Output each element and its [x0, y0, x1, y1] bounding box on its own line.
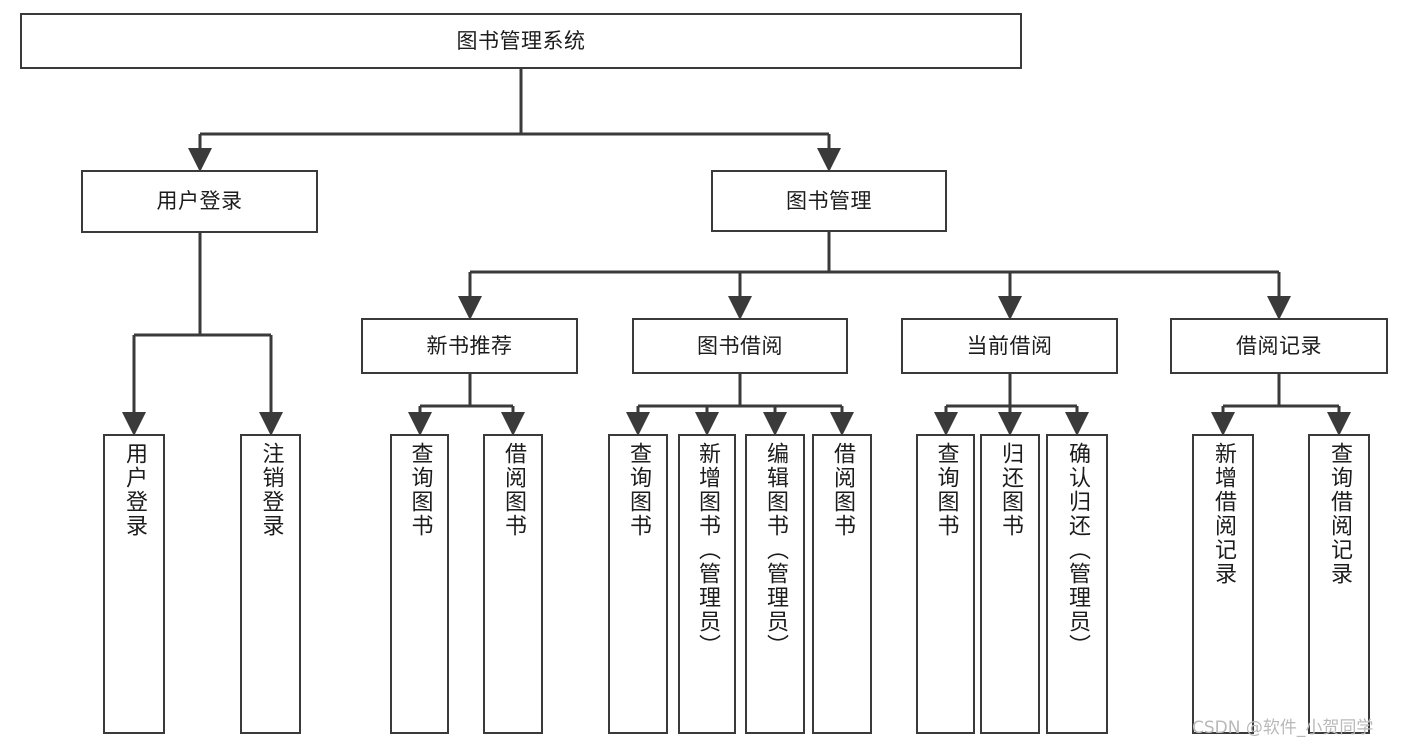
- node-label-leaf-borrow-1: 借阅图书: [501, 442, 526, 538]
- node-label-leaf-add-record: 新增借阅记录: [1211, 442, 1236, 586]
- node-label-leaf-return: 归还图书: [998, 442, 1023, 538]
- node-label-user-login: 用户登录: [156, 189, 243, 214]
- node-leaf-return[interactable]: 归还图书: [980, 434, 1040, 734]
- node-label-new-book-rec: 新书推荐: [426, 333, 513, 358]
- node-label-leaf-query-2: 查询图书: [626, 442, 651, 538]
- node-leaf-query-3[interactable]: 查询图书: [916, 434, 975, 734]
- node-label-leaf-logout: 注销登录: [258, 442, 284, 538]
- node-current-borrow[interactable]: 当前借阅: [901, 318, 1118, 374]
- node-label-root: 图书管理系统: [456, 28, 586, 53]
- node-label-book-borrow: 图书借阅: [697, 333, 783, 358]
- node-leaf-query-1[interactable]: 查询图书: [390, 434, 449, 734]
- node-label-current-borrow: 当前借阅: [966, 333, 1053, 358]
- node-new-book-rec[interactable]: 新书推荐: [361, 318, 578, 374]
- node-leaf-user-login[interactable]: 用户登录: [103, 434, 165, 734]
- node-leaf-edit-book[interactable]: 编辑图书（管理员）: [745, 434, 805, 734]
- node-label-leaf-user-login: 用户登录: [122, 442, 147, 538]
- node-leaf-borrow-2[interactable]: 借阅图书: [812, 434, 872, 734]
- node-leaf-add-book[interactable]: 新增图书（管理员）: [678, 434, 736, 734]
- node-leaf-add-record[interactable]: 新增借阅记录: [1192, 434, 1254, 734]
- node-label-borrow-record: 借阅记录: [1236, 333, 1322, 358]
- node-label-leaf-query-1: 查询图书: [407, 442, 433, 538]
- node-root[interactable]: 图书管理系统: [20, 13, 1022, 69]
- node-leaf-logout[interactable]: 注销登录: [240, 434, 301, 734]
- node-label-book-manage: 图书管理: [786, 188, 872, 213]
- node-label-leaf-add-book: 新增图书（管理员）: [695, 442, 720, 658]
- node-leaf-query-2[interactable]: 查询图书: [608, 434, 668, 734]
- node-leaf-borrow-1[interactable]: 借阅图书: [483, 434, 543, 734]
- node-label-leaf-query-3: 查询图书: [933, 442, 959, 538]
- node-borrow-record[interactable]: 借阅记录: [1170, 318, 1388, 374]
- node-label-leaf-confirm: 确认归还（管理员）: [1065, 442, 1090, 658]
- node-label-leaf-borrow-2: 借阅图书: [830, 442, 855, 538]
- node-user-login[interactable]: 用户登录: [81, 170, 318, 233]
- node-label-leaf-edit-book: 编辑图书（管理员）: [763, 442, 788, 658]
- csdn-watermark: CSDN @软件_小贺同学: [1192, 718, 1374, 738]
- node-book-borrow[interactable]: 图书借阅: [632, 318, 848, 374]
- node-leaf-query-rec[interactable]: 查询借阅记录: [1308, 434, 1370, 734]
- node-label-leaf-query-rec: 查询借阅记录: [1327, 442, 1352, 586]
- node-book-manage[interactable]: 图书管理: [711, 170, 947, 232]
- node-leaf-confirm[interactable]: 确认归还（管理员）: [1046, 434, 1108, 734]
